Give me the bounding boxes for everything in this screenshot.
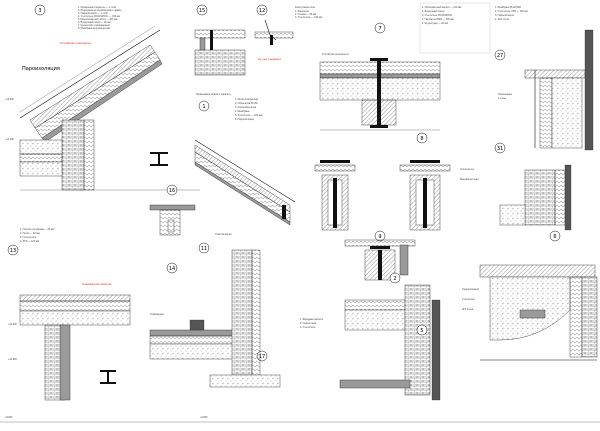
svg-text:3. Утеплитель ROCKWOOL: 3. Утеплитель ROCKWOOL [422,14,453,17]
detail-14: 14 Ограждение [149,262,246,360]
svg-text:6. Воздушный зазор — 40 мм: 6. Воздушный зазор — 40 мм [78,21,111,24]
svg-text:+10.900: +10.900 [8,358,17,361]
svg-text:4. XPS — 100 мм: 4. XPS — 100 мм [20,240,39,243]
svg-text:2. Утеплитель XPS — 100 мм: 2. Утеплитель XPS — 100 мм [495,10,528,13]
svg-text:2. Подсистема: 2. Подсистема [300,322,317,325]
detail-17: 17 [209,249,281,388]
detail-13: 13 +12.600 +10.900 Огнезащитное покрытие… [7,228,131,401]
detail-15: 15 Примыкание кровли к парапету [194,4,246,96]
svg-text:31: 31 [497,146,503,152]
detail-7: 7 Устройство огнезащиты [319,22,441,131]
svg-text:Монтажная пена: Монтажная пена [460,178,479,181]
detail-3: 3 Пароизоляция 1. Кровельное покрытие — … [5,4,200,191]
svg-text:Гидроизоляция: Гидроизоляция [462,288,480,291]
svg-text:3. Пароизоляция — 1 слой: 3. Пароизоляция — 1 слой [78,12,108,15]
spec-column-right: 1. Облицовочный кирпич — 120 мм 2. Возду… [419,2,528,54]
svg-text:1. Линолеум: 1. Линолеум [295,10,309,13]
svg-text:+4.800: +4.800 [200,416,208,419]
svg-text:9: 9 [378,234,381,240]
svg-text:1. Мембрана PLANTER: 1. Мембрана PLANTER [495,6,521,9]
svg-text:11: 11 [201,246,207,252]
svg-text:16: 16 [169,188,175,194]
svg-text:Ограждение: Ограждение [150,313,164,316]
svg-text:5. Штукатурка — 20 мм: 5. Штукатурка — 20 мм [422,22,448,25]
dimension-lines: +8.500 +4.800 [0,416,600,423]
svg-text:1. Облицовочный кирпич — 120 м: 1. Облицовочный кирпич — 120 мм [422,6,462,9]
svg-text:4. Газобетон D500 — 300 мм: 4. Газобетон D500 — 300 мм [422,18,454,21]
svg-text:2: 2 [393,276,396,282]
svg-text:Устройство огнезащиты: Устройство огнезащиты [322,53,349,56]
svg-text:см. узел огнезащиты: см. узел огнезащиты [258,58,281,61]
svg-text:8. Мембрана ветрозащитная: 8. Мембрана ветрозащитная [78,27,111,30]
svg-text:3. Утеплитель — 100 мм: 3. Утеплитель — 100 мм [295,16,323,19]
svg-text:+16.500: +16.500 [5,98,14,101]
svg-text:Примыкание кровли к парапету: Примыкание кровли к парапету [196,93,232,96]
svg-text:13: 13 [10,248,16,254]
detail-27: 27 Примыкание к стене [494,29,594,151]
svg-text:14: 14 [169,266,175,272]
detail-12: 12 см. узел огнезащиты [254,4,294,61]
svg-text:6. Пароизоляция: 6. Пароизоляция [235,118,254,121]
svg-text:17: 17 [259,354,265,360]
svg-text:7. Кронштейн оцинкованный: 7. Кронштейн оцинкованный [78,24,110,27]
svg-text:1. Фасадная кассета: 1. Фасадная кассета [300,318,323,321]
svg-text:2. Воздушный зазор: 2. Воздушный зазор [422,10,445,13]
svg-text:2. Обрешетка 50×50: 2. Обрешетка 50×50 [235,102,258,105]
svg-text:4. Ж/б плита: 4. Ж/б плита [495,18,510,21]
spec-column-top: Конструкция пола 1. Линолеум 2. Стяжка —… [295,6,323,19]
svg-text:Отметка верха: Отметка верха [215,233,232,236]
svg-text:27: 27 [497,53,503,59]
svg-text:1. Металлочерепица: 1. Металлочерепица [235,98,259,101]
svg-text:Утеплитель: Утеплитель [462,298,476,301]
svg-text:1: 1 [202,104,205,110]
svg-text:Огнезащитное покрытие: Огнезащитное покрытие [82,282,112,286]
svg-text:3. Геотекстиль: 3. Геотекстиль [20,236,37,239]
detail-3-number: 3 [38,8,41,14]
svg-text:7: 7 [378,26,381,32]
svg-text:15: 15 [199,8,205,14]
svg-text:+8.500: +8.500 [5,416,13,419]
svg-text:5. Монолитная ж/б плита — 200: 5. Монолитная ж/б плита — 200 мм [78,18,118,21]
svg-text:+12.600: +12.600 [8,323,17,326]
svg-text:Ж/б стена: Ж/б стена [462,308,474,311]
svg-text:3. Контробрешетка: 3. Контробрешетка [235,106,257,109]
svg-text:2. Стяжка — 50 мм: 2. Стяжка — 50 мм [295,13,316,16]
svg-text:5: 5 [420,328,423,334]
svg-text:Конструкция пола: Конструкция пола [295,6,316,9]
svg-text:12: 12 [259,8,265,14]
detail-9 [399,160,451,231]
detail-10: 9 [344,230,416,281]
svg-text:2. Песок — 30 мм: 2. Песок — 30 мм [20,232,40,235]
svg-text:6: 6 [553,234,556,240]
detail-8: 8 [314,132,428,231]
svg-text:2. Разуклонка из керамзитового: 2. Разуклонка из керамзитового гравия [78,9,122,12]
detail-5: 5 1. Фасадная кассета 2. Подсистема 3. У… [300,299,441,401]
detail-11: 11 Отметка верха [198,233,232,254]
detail-2: 2 [339,272,431,396]
detail-16: 16 [149,184,196,236]
detail-6: 6 Гидроизоляция Утеплитель Ж/б стена [462,230,598,361]
svg-text:1. Плитка тротуарная — 60 мм: 1. Плитка тротуарная — 60 мм [20,228,55,231]
detail-3-label: Пароизоляция [22,66,60,72]
svg-text:8: 8 [420,136,423,142]
svg-text:4. Утеплитель ROCKWOOL — 150 м: 4. Утеплитель ROCKWOOL — 150 мм [78,15,120,18]
svg-text:Примыкание: Примыкание [498,93,513,96]
svg-text:3. Утеплитель: 3. Утеплитель [300,326,316,329]
svg-text:1. Кровельное покрытие — 1 сло: 1. Кровельное покрытие — 1 слой [78,6,117,9]
detail-3-red-note: Устройство огнезащиты [60,41,91,45]
svg-text:к стене: к стене [498,97,507,100]
svg-text:Уплотнитель: Уплотнитель [460,168,475,171]
svg-text:5. Утеплитель — 200 мм: 5. Утеплитель — 200 мм [235,114,263,117]
svg-text:+14.300: +14.300 [5,138,14,141]
svg-text:4. Мембрана: 4. Мембрана [235,110,250,113]
svg-text:3. Пароизоляция: 3. Пароизоляция [495,14,514,17]
detail-1: 1 1. Металлочерепица 2. Обрешетка 50×50 … [194,98,296,226]
detail-31: 31 Уплотнитель Монтажная пена [460,142,572,231]
